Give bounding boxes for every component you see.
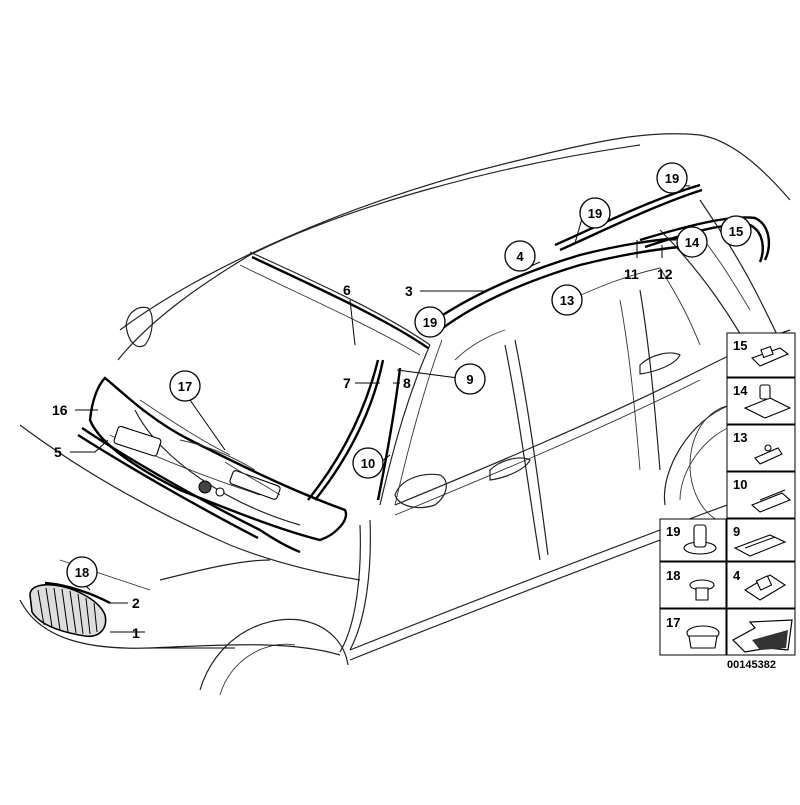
tile-4: 4 (726, 561, 796, 609)
callout-19-right: 19 (656, 162, 688, 194)
part-a-pillar-trim-7 (307, 359, 385, 501)
part-cowl-panel-16 (88, 376, 348, 542)
tile-17: 17 (659, 608, 727, 656)
part-roof-rail-upper-19 (554, 183, 703, 252)
callout-4-text: 4 (516, 249, 524, 264)
part-roof-moulding-3 (434, 235, 691, 321)
callout-4: 4 (504, 240, 536, 272)
callout-19-left: 19 (414, 306, 446, 338)
part-wiper-linkage-17 (179, 439, 281, 496)
label-11: 11 (624, 266, 639, 282)
label-3: 3 (405, 283, 413, 299)
callout-14-text: 14 (685, 235, 700, 250)
callout-19-left-text: 19 (423, 315, 437, 330)
part-kidney-grille-1 (29, 583, 107, 638)
car-body-outline (19, 133, 796, 696)
part-a-pillar-trim-8 (376, 367, 402, 501)
callout-18: 18 (66, 556, 98, 588)
reference-code: 00145382 (727, 659, 776, 671)
tile-19-label: 19 (666, 524, 680, 539)
tile-14: 14 (726, 377, 796, 425)
tile-14-label: 14 (733, 383, 748, 398)
tile-18-label: 18 (666, 568, 680, 583)
part-windshield-top-seal-6 (251, 255, 429, 349)
callout-15: 15 (720, 215, 752, 247)
callout-19-mid-text: 19 (588, 206, 602, 221)
callout-19-right-text: 19 (665, 171, 679, 186)
tile-15: 15 (726, 332, 796, 378)
callout-17-text: 17 (178, 379, 192, 394)
callout-9: 9 (454, 363, 486, 395)
tile-4-label: 4 (733, 568, 741, 583)
label-2: 2 (132, 595, 140, 611)
tile-10: 10 (726, 471, 796, 519)
direction-arrow-fill (752, 630, 788, 650)
label-6: 6 (343, 282, 351, 298)
callout-10: 10 (352, 447, 384, 479)
tile-17-label: 17 (666, 615, 680, 630)
part-cowl-seal-5 (77, 427, 301, 554)
callout-10-text: 10 (361, 456, 375, 471)
tile-arrow (726, 608, 796, 656)
callout-13: 13 (551, 284, 583, 316)
parts-tiles: 15 14 13 10 19 (659, 332, 796, 656)
tile-13: 13 (726, 424, 796, 472)
label-7: 7 (343, 375, 351, 391)
callout-17: 17 (169, 370, 201, 402)
circled-labels: 4 9 10 13 14 15 17 18 (66, 162, 752, 588)
tile-13-label: 13 (733, 430, 747, 445)
label-5: 5 (54, 444, 62, 460)
callout-19-mid: 19 (579, 197, 611, 229)
tile-18: 18 (659, 561, 727, 609)
label-8: 8 (403, 375, 411, 391)
tile-9-label: 9 (733, 524, 740, 539)
part-grille-trim-2 (44, 581, 111, 605)
leader-lines (70, 184, 746, 649)
tile-19: 19 (659, 518, 727, 562)
callout-14: 14 (676, 226, 708, 258)
callout-18-text: 18 (75, 565, 89, 580)
callout-15-text: 15 (729, 224, 743, 239)
label-12: 12 (657, 266, 673, 282)
callout-9-text: 9 (466, 372, 473, 387)
label-16: 16 (52, 402, 68, 418)
plain-labels: 1 2 3 5 6 7 8 11 12 16 (52, 266, 673, 641)
tile-9: 9 (726, 518, 796, 562)
tile-10-label: 10 (733, 477, 747, 492)
label-1: 1 (132, 625, 140, 641)
callout-13-text: 13 (560, 293, 574, 308)
tile-15-label: 15 (733, 338, 747, 353)
